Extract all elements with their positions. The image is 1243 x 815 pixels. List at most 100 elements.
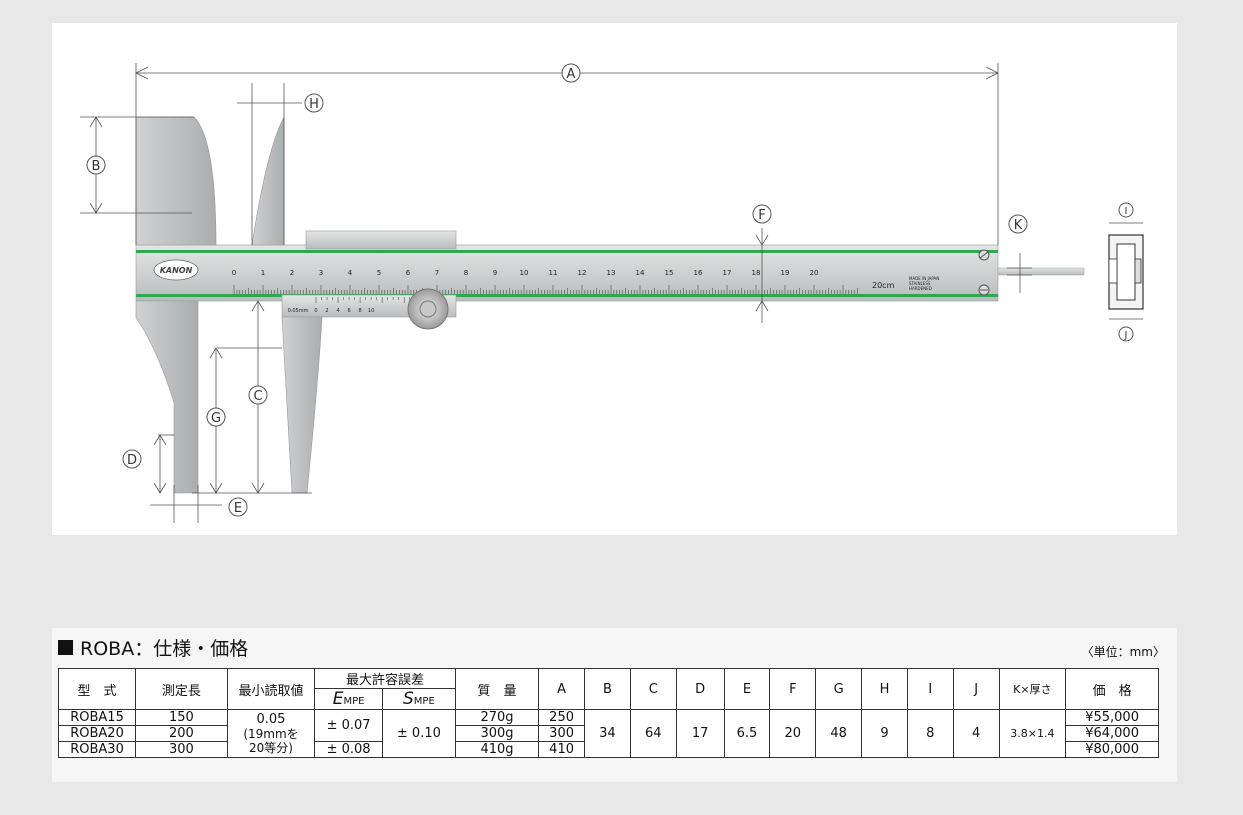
vernier-number: 0 [314,308,317,314]
scale-number: 4 [348,269,353,277]
resolution-cell: 0.05 (19mmを 20等分) [226,709,316,758]
dim-label-b: B [86,155,106,175]
scale-number: 10 [520,269,529,277]
dim-label-c: C [248,385,268,405]
s-mpe-cell: ± 0.10 [381,709,456,758]
beam-green-stripe-bottom [136,294,998,297]
scale-number: 19 [781,269,790,277]
scale-number: 7 [435,269,439,277]
spec-table: 型 式 測定長 最小読取値 最大許容誤差 質 量 A B C D E F G H… [57,668,1159,758]
mass-cell: 270g [454,709,540,726]
header-b: B [584,668,631,710]
scale-number: 9 [493,269,497,277]
model-cell: ROBA20 [57,725,137,742]
spec-title-text: ROBA：仕様・価格 [80,638,249,660]
vernier-number: 0.05mm [288,308,309,314]
caliper-beam [135,244,999,302]
scale-number: 13 [607,269,616,277]
scale-number: 12 [578,269,587,277]
price-cell: ¥64,000 [1065,725,1159,742]
vernier-number: 2 [325,308,328,314]
header-price: 価 格 [1065,668,1159,710]
svg-text:KANON: KANON [160,266,193,275]
svg-text:K: K [1014,218,1023,233]
e-mpe-cell-2: ± 0.08 [314,741,383,758]
header-s-mpe: SMPE [381,688,456,710]
scale-number: 18 [752,269,761,277]
brand-logo: KANON [153,259,199,281]
range-cell: 200 [135,725,228,742]
price-cell: ¥55,000 [1065,709,1159,726]
b-cell: 34 [584,709,631,758]
dim-label-e: E [228,497,248,517]
model-cell: ROBA15 [57,709,137,726]
header-e: E [723,668,771,710]
header-g: G [815,668,863,710]
range-cell: 150 [135,709,228,726]
scale-number: 20 [810,269,819,277]
header-i: I [906,668,954,710]
dim-label-g: G [206,407,226,427]
scale-unit-label: 20cm [872,281,895,290]
dim-label-a: A [561,63,581,83]
i-cell: 8 [906,709,954,758]
spec-title: ROBA：仕様・価格 [58,634,248,661]
svg-text:J: J [1124,330,1128,341]
dim-label-h: H [304,93,324,113]
model-cell: ROBA30 [57,741,137,758]
vernier-number: 10 [368,308,374,314]
svg-text:C: C [253,389,262,404]
scale-number: 17 [723,269,732,277]
e-mpe-cell: ± 0.07 [314,709,383,742]
h-cell: 9 [861,709,908,758]
vernier-number: 4 [336,308,339,314]
dim-label-k: K [1008,214,1028,234]
slider-upper-jaw [251,116,285,246]
header-range: 測定長 [135,668,228,710]
header-e-mpe: EMPE [314,688,383,710]
a-cell: 250 [538,709,585,726]
header-subrow: EMPE SMPE [59,688,1159,710]
j-cell: 4 [952,709,1000,758]
header-j: J [952,668,1000,710]
scale-number: 14 [636,269,645,277]
scale-number: 0 [232,269,236,277]
depth-bar [997,267,1085,276]
table-row: ROBA30 300 ± 0.08 410g 410 ¥80,000 [57,741,1159,758]
fixed-upper-jaw [135,116,217,246]
main-scale-ticks [233,285,858,294]
table-row: ROBA15 150 0.05 (19mmを 20等分) ± 0.07 ± 0.… [57,709,1159,758]
g-cell: 48 [815,709,863,758]
beam-green-stripe-top [136,250,998,253]
header-c: C [629,668,677,710]
k-cell: 3.8×1.4 [998,709,1067,758]
header-resolution: 最小読取値 [226,668,316,710]
e-cell: 6.5 [723,709,771,758]
header-mpe: 最大許容誤差 [314,668,456,689]
steel-label: STAINLESS [909,281,931,286]
svg-text:G: G [211,411,221,426]
slider-body [305,230,457,250]
unit-note: 〈単位：mm〉 [1081,645,1165,659]
scale-number: 11 [549,269,558,277]
svg-text:I: I [1125,206,1128,217]
black-square-icon [58,640,73,655]
header-f: F [769,668,817,710]
scale-number: 6 [406,269,411,277]
c-cell: 64 [629,709,677,758]
header-d: D [675,668,725,710]
mass-cell: 300g [454,725,540,742]
dim-label-d: D [122,449,142,469]
dim-label-j: J [1118,326,1134,342]
scale-number: 8 [464,269,468,277]
hardened-label: HARDENED [909,286,932,291]
header-h: H [861,668,908,710]
svg-text:F: F [758,208,765,223]
a-cell: 300 [538,725,585,742]
svg-text:A: A [567,67,576,82]
scale-number: 15 [665,269,674,277]
header-a: A [538,668,585,710]
